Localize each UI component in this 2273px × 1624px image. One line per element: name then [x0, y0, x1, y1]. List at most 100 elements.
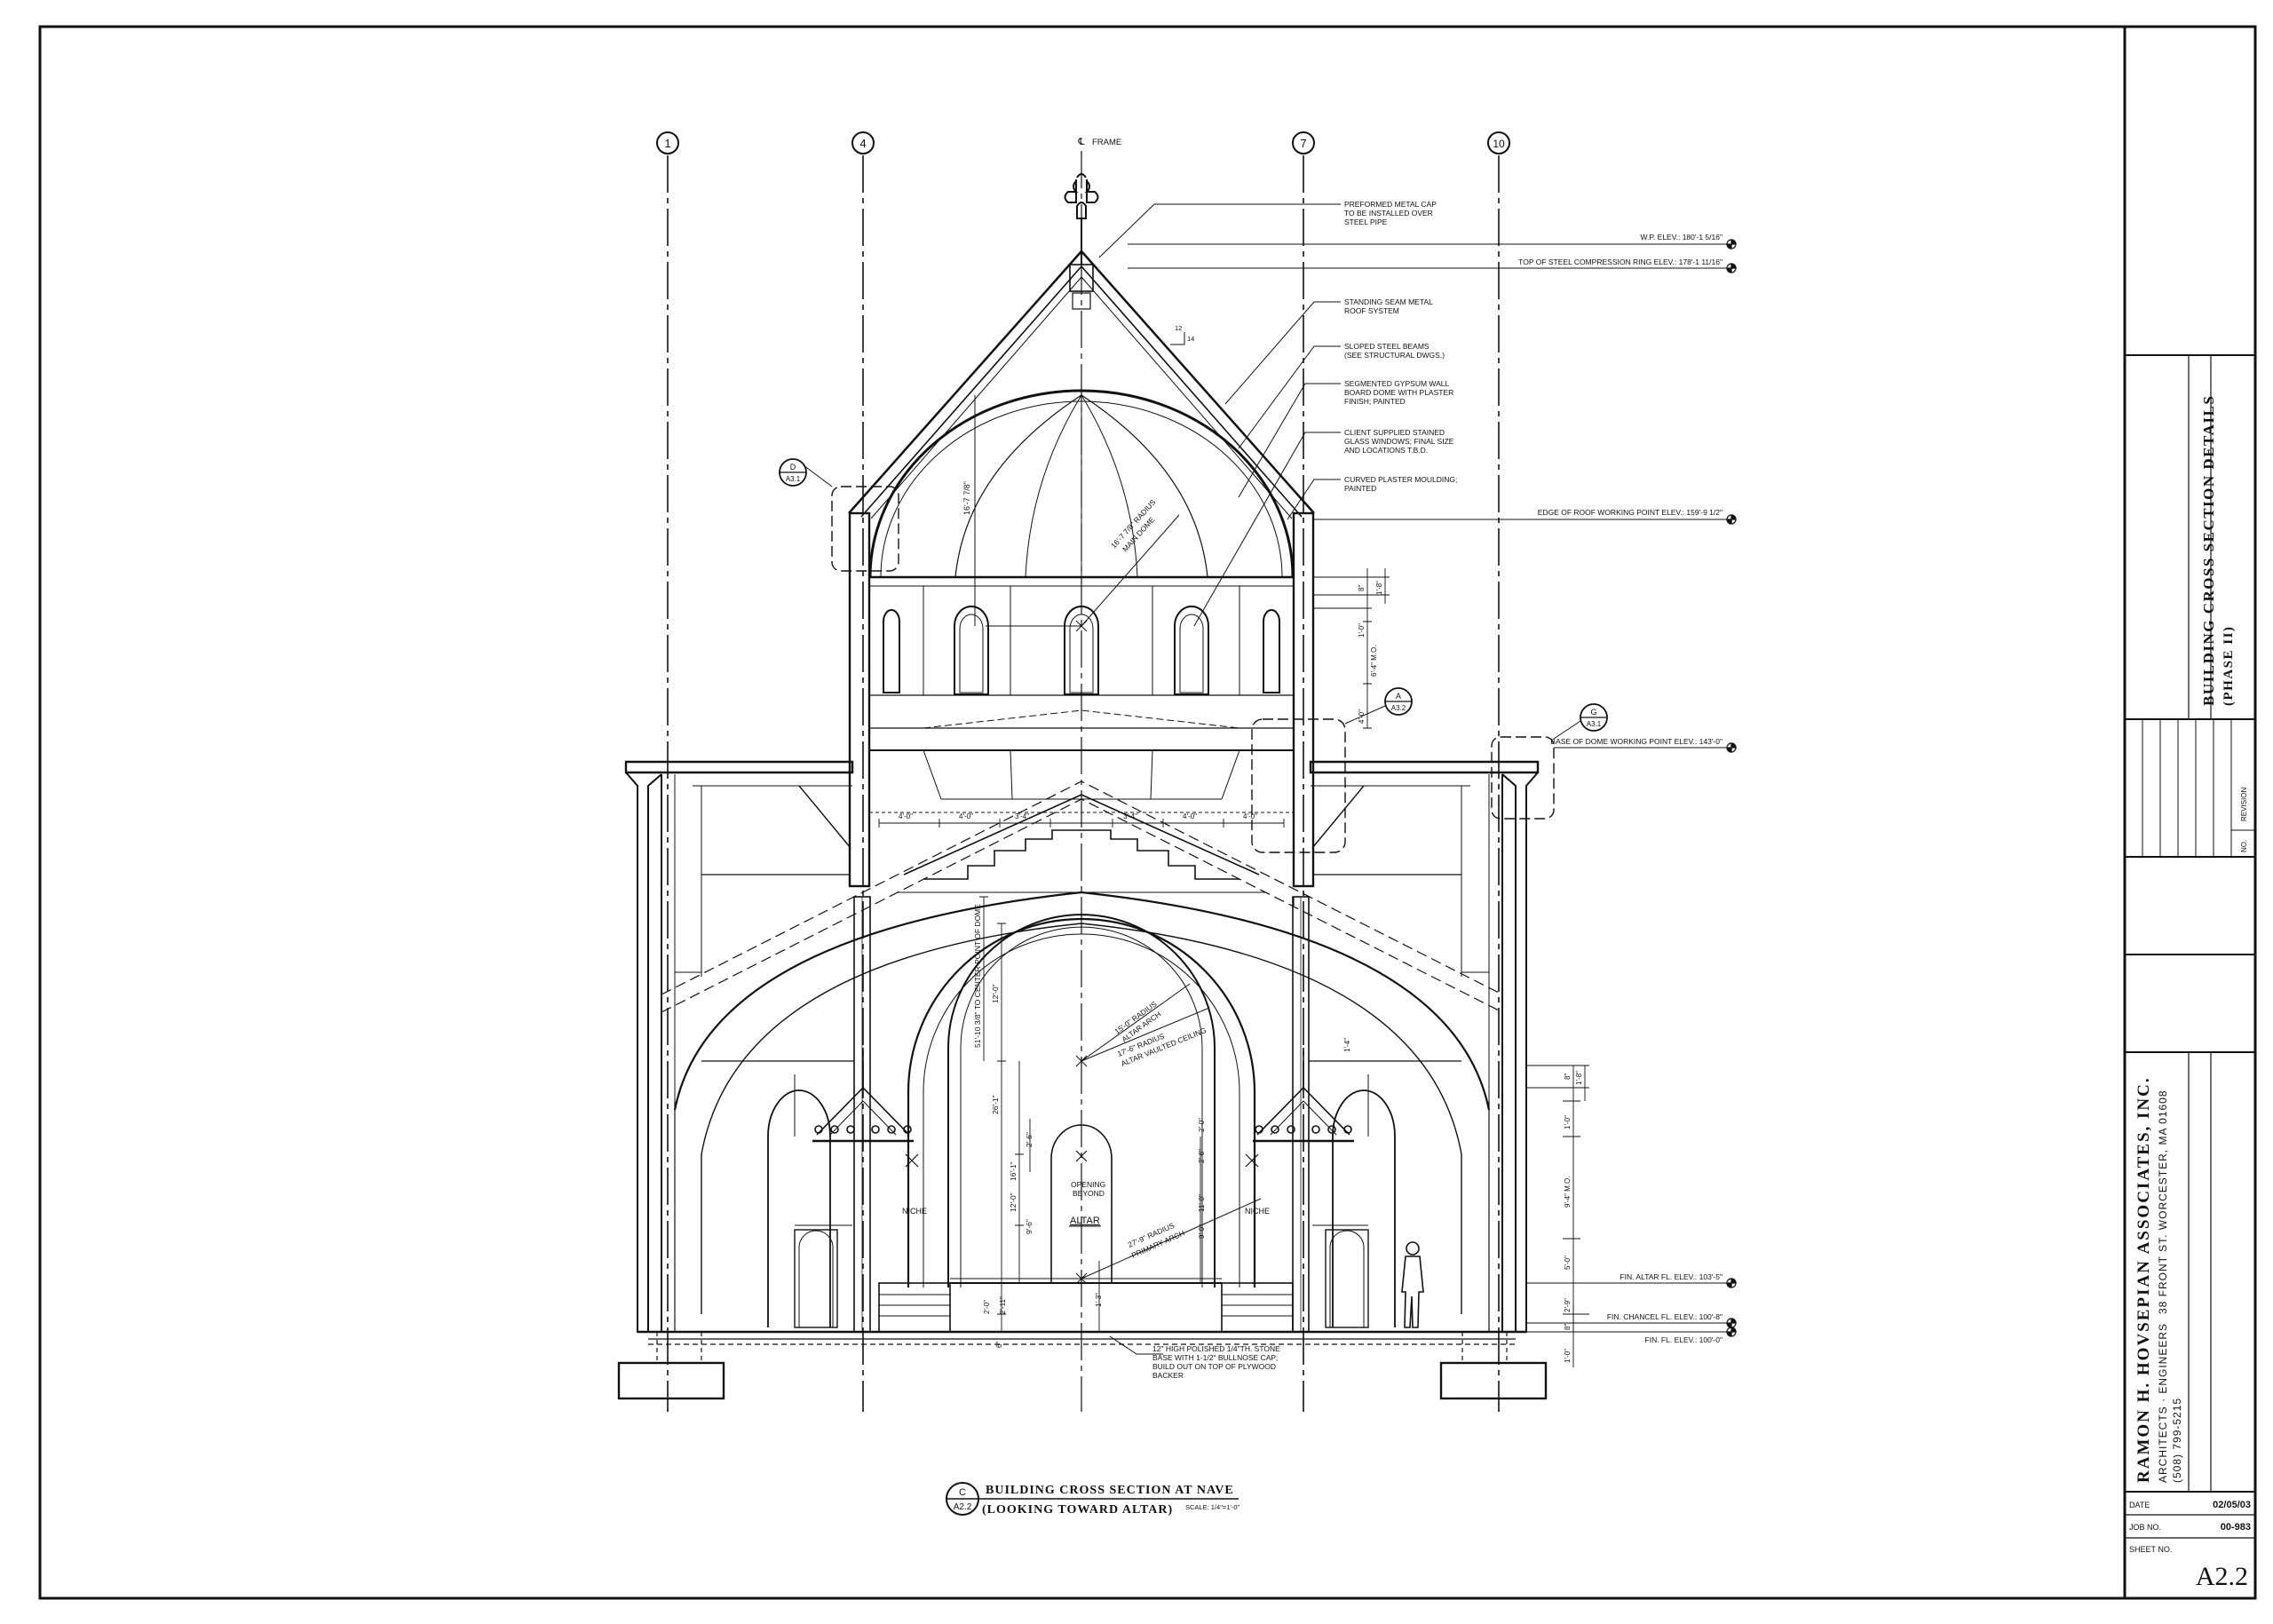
tb-job: 00-983 [2221, 1522, 2251, 1533]
callout-line: STEEL PIPE [1344, 218, 1388, 226]
dim-width-6: 4'-0" [1243, 812, 1257, 820]
dim-r4: 6'-4" M.O. [1370, 646, 1378, 677]
centerline-symbol: ℄ [1077, 137, 1084, 147]
dim-l1: 8" [1564, 1073, 1572, 1080]
tag-letter: G [1590, 708, 1596, 717]
callout-leaders [1098, 203, 1341, 1355]
dim-2e: 2'-0" [1198, 1118, 1206, 1132]
callout-line: SLOPED STEEL BEAMS [1344, 342, 1430, 351]
title-scale: SCALE: 1/4"=1'-0" [1185, 1503, 1240, 1511]
dim-width-2: 4'-0" [959, 812, 973, 820]
centerline-label: FRAME [1092, 138, 1121, 147]
grid-bubble-label: 10 [1493, 138, 1505, 150]
dim-1-3: 1'-3" [1095, 1293, 1103, 1307]
dim-width-5: 4'-0" [1183, 812, 1197, 820]
callout-line: TO BE INSTALLED OVER [1344, 209, 1433, 218]
dim-2b: 2'-0" [983, 1300, 991, 1314]
tag-sheet: A3.2 [1391, 704, 1406, 712]
elev-fin-fl: FIN. FL. ELEV.: 100'-0" [1645, 1335, 1723, 1344]
callout-seam-roof: STANDING SEAM METAL ROOF SYSTEM [1344, 297, 1433, 315]
callout-line: FINISH; PAINTED [1344, 397, 1406, 406]
altar-arch [907, 914, 1256, 1287]
dim-width-3: 3'-4" [1015, 812, 1029, 820]
callout-line: SEGMENTED GYPSUM WALL [1344, 379, 1450, 388]
label-niche-right: NICHE [1245, 1207, 1270, 1216]
tb-sheet-label: SHEET NO. [2129, 1545, 2172, 1554]
dim-dome-height: 16'-7 7/8" [962, 481, 971, 515]
section-tag-d: D A3.1 [779, 458, 833, 487]
dim-26: 26'-1" [991, 1095, 1000, 1114]
dim-f2: 8" [1564, 1324, 1572, 1330]
dim-r2: 1'-8" [1375, 581, 1383, 595]
slope-run: 14 [1187, 335, 1194, 343]
drawing-title: C A2.2 BUILDING CROSS SECTION AT NAVE (L… [946, 1482, 1240, 1517]
grid-bubble-4: 4 [851, 131, 875, 154]
tb-firm-name: RAMON H. HOVSEPIAN ASSOCIATES, INC. [2134, 1076, 2153, 1483]
tb-date: 02/05/03 [2213, 1500, 2251, 1510]
elev-wp: W.P. ELEV.: 180'-1 5/16" [1640, 233, 1723, 242]
dim-6: 6" [995, 1342, 1003, 1348]
elev-edge-roof: EDGE OF ROOF WORKING POINT ELEV.: 159'-9… [1538, 508, 1723, 517]
chandelier-right-icon [1253, 1048, 1354, 1143]
tb-sheet-no: A2.2 [2196, 1562, 2248, 1591]
label-opening-beyond: OPENING [1071, 1180, 1105, 1189]
dim-16: 16'-1" [1009, 1161, 1018, 1181]
dim-r3: 1'-0" [1358, 623, 1366, 638]
dim-2d: 2'-11" [999, 1296, 1007, 1314]
grid-bubble-label: 7 [1300, 137, 1306, 150]
callout-line: CLIENT SUPPLIED STAINED [1344, 428, 1445, 437]
sheet-border [38, 25, 2257, 1600]
tb-phase: (PHASE II) [2222, 626, 2236, 706]
title-tag-sheet: A2.2 [954, 1502, 972, 1512]
callout-plaster-moulding: CURVED PLASTER MOULDING; PAINTED [1344, 475, 1457, 493]
chandelier-left-icon [812, 1048, 914, 1143]
floor-and-footings [617, 1330, 1548, 1400]
dim-l4: 9'-4" M.O. [1564, 1176, 1572, 1208]
elevation-lines [1128, 243, 1727, 1333]
tb-job-label: JOB NO. [2129, 1523, 2161, 1532]
elev-compression-ring: TOP OF STEEL COMPRESSION RING ELEV.: 178… [1518, 257, 1723, 266]
tb-sheet-title: BUILDING CROSS SECTION DETAILS [2200, 395, 2217, 706]
dim-width-1: 4'-0" [899, 812, 913, 820]
dim-l3: 1'-0" [1564, 1115, 1572, 1129]
elev-base-dome: BASE OF DOME WORKING POINT ELEV.: 143'-0… [1550, 737, 1723, 746]
dim-f1: 2'-9" [1564, 1298, 1572, 1312]
callout-line: BUILD OUT ON TOP OF PLYWOOD [1152, 1362, 1276, 1371]
callout-steel-beams: SLOPED STEEL BEAMS (SEE STRUCTURAL DWGS.… [1344, 342, 1445, 360]
slope-rise: 12 [1175, 324, 1182, 332]
dim-11: 11'-0" [1198, 1194, 1206, 1212]
detail-clouds [831, 486, 1555, 853]
tb-architects: ARCHITECTS · ENGINEERS [2157, 1323, 2169, 1483]
callout-line: PREFORMED METAL CAP [1344, 200, 1437, 209]
callout-line: BACKER [1152, 1371, 1184, 1380]
callout-line: BASE WITH 1-1/2" BULLNOSE CAP; [1152, 1353, 1278, 1362]
main-dome [868, 389, 1295, 578]
dim-12b: 12'-0" [1009, 1192, 1018, 1212]
exterior-vertical-dims [1526, 1065, 1589, 1367]
callout-line: BOARD DOME WITH PLASTER [1344, 388, 1453, 397]
dim-f3: 1'-0" [1564, 1349, 1572, 1363]
label-altar: ALTAR [1070, 1216, 1100, 1226]
cross-spire-icon [1064, 173, 1099, 265]
callout-line: STANDING SEAM METAL [1344, 297, 1433, 306]
dim-width-4: 3'-4" [1123, 812, 1137, 820]
elevation-target-icons [1726, 239, 1737, 1337]
centerline-marker: ℄ FRAME [1077, 137, 1121, 147]
dim-9b: 9'-0" [1198, 1224, 1206, 1239]
tb-address: 38 FRONT ST. WORCESTER, MA 01608 [2157, 1089, 2169, 1314]
stained-glass-windows [883, 606, 1280, 695]
tb-rev-no: NO. [2240, 840, 2248, 852]
elev-chancel-fl: FIN. CHANCEL FL. ELEV.: 100'-8" [1607, 1312, 1723, 1321]
callout-line: 12" HIGH POLISHED 1/4"TH. STONE [1152, 1344, 1280, 1353]
callout-gypsum-dome: SEGMENTED GYPSUM WALL BOARD DOME WITH PL… [1344, 379, 1453, 406]
dim-1-4: 1'-4" [1343, 1038, 1351, 1052]
callout-line: CURVED PLASTER MOULDING; [1344, 475, 1457, 484]
dim-l5: 5'-0" [1564, 1256, 1572, 1270]
steeple-roof [848, 250, 1315, 519]
title-tag-letter: C [959, 1487, 966, 1498]
drum-vertical-dims [1314, 568, 1390, 729]
dim-12: 12'-0" [991, 984, 1000, 1003]
dim-2a: 2'-6" [1025, 1132, 1034, 1147]
columns [853, 896, 1310, 1333]
altar-platform [878, 1278, 1294, 1333]
